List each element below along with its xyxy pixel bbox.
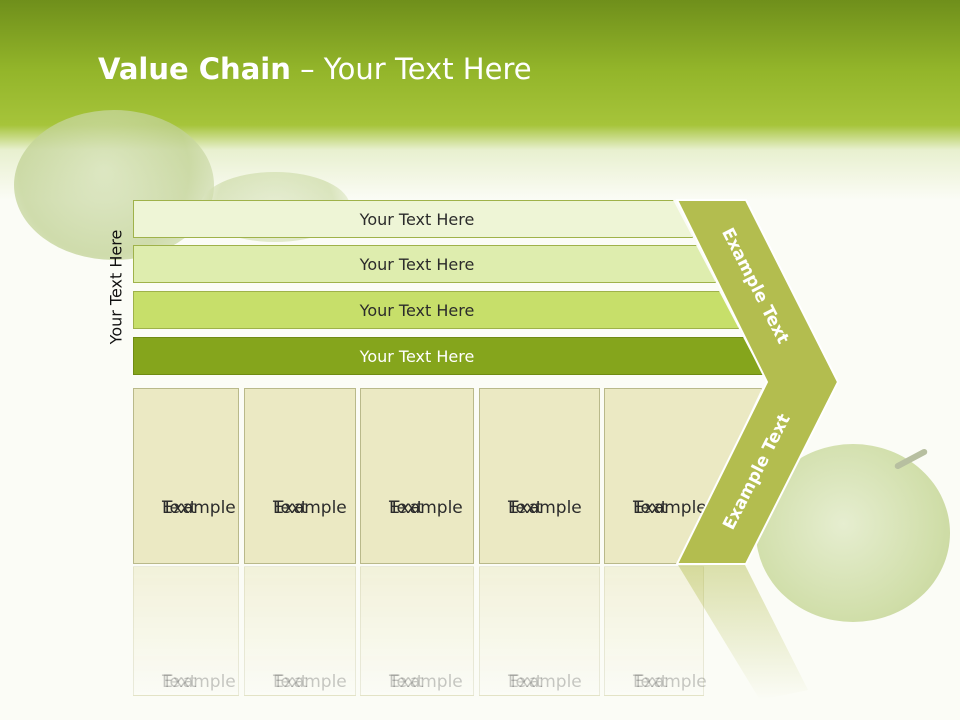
row-2: Your Text Here (133, 245, 716, 283)
background-apple-right (756, 444, 950, 622)
row-3-label: Your Text Here (359, 301, 475, 320)
page-title: Value Chain – Your Text Here (98, 52, 532, 86)
row-1: Your Text Here (133, 200, 693, 238)
row-4-label: Your Text Here (359, 347, 475, 366)
row-1-label: Your Text Here (359, 210, 475, 229)
title-bold: Value Chain (98, 52, 291, 86)
row-2-label: Your Text Here (359, 255, 475, 274)
side-label: Your Text Here (106, 229, 126, 345)
title-rest: – Your Text Here (290, 52, 532, 86)
row-4: Your Text Here (133, 337, 763, 375)
row-3: Your Text Here (133, 291, 739, 329)
